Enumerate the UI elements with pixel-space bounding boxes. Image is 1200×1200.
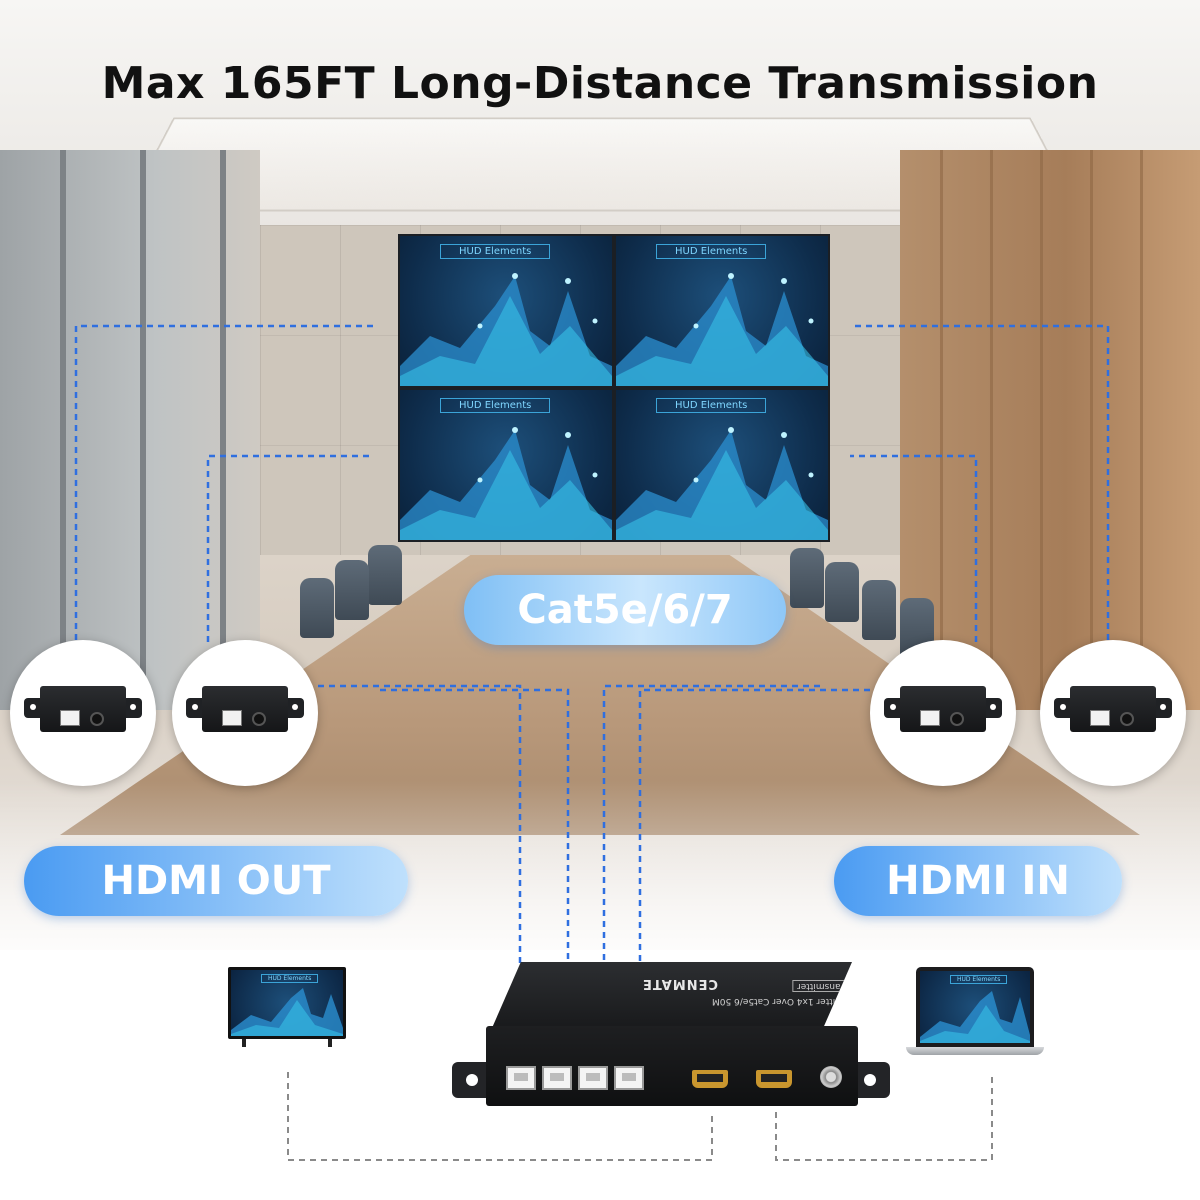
tv-hud-label: HUD Elements	[261, 974, 319, 983]
laptop-hud-label: HUD Elements	[950, 975, 1008, 984]
power-port	[90, 712, 104, 726]
rj45-output-port-1	[506, 1066, 536, 1090]
receiver-unit-1	[10, 640, 156, 786]
window-wall	[0, 150, 260, 710]
model-label: HDMI Splitter 1x4 Over Cat5e/6 50M	[712, 996, 877, 1006]
mountain-graphic	[616, 427, 828, 540]
hdmi-out-port	[692, 1070, 728, 1088]
transmitter-badge: Transmitter	[792, 980, 852, 992]
rj45-port	[920, 710, 940, 726]
mountain-graphic	[400, 427, 612, 540]
power-port	[1120, 712, 1134, 726]
brand-logo: CENMATE	[642, 976, 719, 991]
mounting-ear-left	[452, 1062, 492, 1098]
rj45-output-port-4	[614, 1066, 644, 1090]
splitter-front-panel	[486, 1026, 858, 1106]
video-wall-screen: HUD Elements	[616, 236, 828, 386]
video-wall: HUD Elements HUD Elements HUD Elements H…	[398, 234, 830, 542]
hdmi-in-port	[756, 1070, 792, 1088]
cable-type-label: Cat5e/6/7	[464, 575, 786, 645]
splitter-top: Transmitter CENMATE HDMI Splitter 1x4 Ov…	[492, 962, 852, 1028]
hdmi-in-label: HDMI IN	[834, 846, 1122, 916]
receiver-unit-3	[870, 640, 1016, 786]
rj45-output-port-2	[542, 1066, 572, 1090]
rj45-output-port-3	[578, 1066, 608, 1090]
rj45-port	[60, 710, 80, 726]
receiver-unit-4	[1040, 640, 1186, 786]
hud-label: HUD Elements	[440, 244, 551, 259]
page-title: Max 165FT Long-Distance Transmission	[101, 58, 1099, 109]
wood-wall	[900, 150, 1200, 710]
video-wall-screen: HUD Elements	[616, 390, 828, 540]
power-port	[950, 712, 964, 726]
tv-display: HUD Elements	[228, 967, 348, 1047]
hdmi-splitter-transmitter: Transmitter CENMATE HDMI Splitter 1x4 Ov…	[452, 962, 890, 1132]
power-port	[252, 712, 266, 726]
rj45-port	[1090, 710, 1110, 726]
hud-label: HUD Elements	[440, 398, 551, 413]
laptop-source: HUD Elements	[906, 967, 1044, 1061]
hud-label: HUD Elements	[656, 398, 767, 413]
hdmi-out-label: HDMI OUT	[24, 846, 408, 916]
tv-mountain-graphic	[231, 988, 343, 1036]
hud-label: HUD Elements	[656, 244, 767, 259]
receiver-unit-2	[172, 640, 318, 786]
laptop-mountain-graphic	[920, 991, 1030, 1043]
rj45-port	[222, 710, 242, 726]
mountain-graphic	[616, 273, 828, 386]
dc-power-port	[820, 1066, 842, 1088]
video-wall-screen: HUD Elements	[400, 390, 612, 540]
video-wall-screen: HUD Elements	[400, 236, 612, 386]
mountain-graphic	[400, 273, 612, 386]
